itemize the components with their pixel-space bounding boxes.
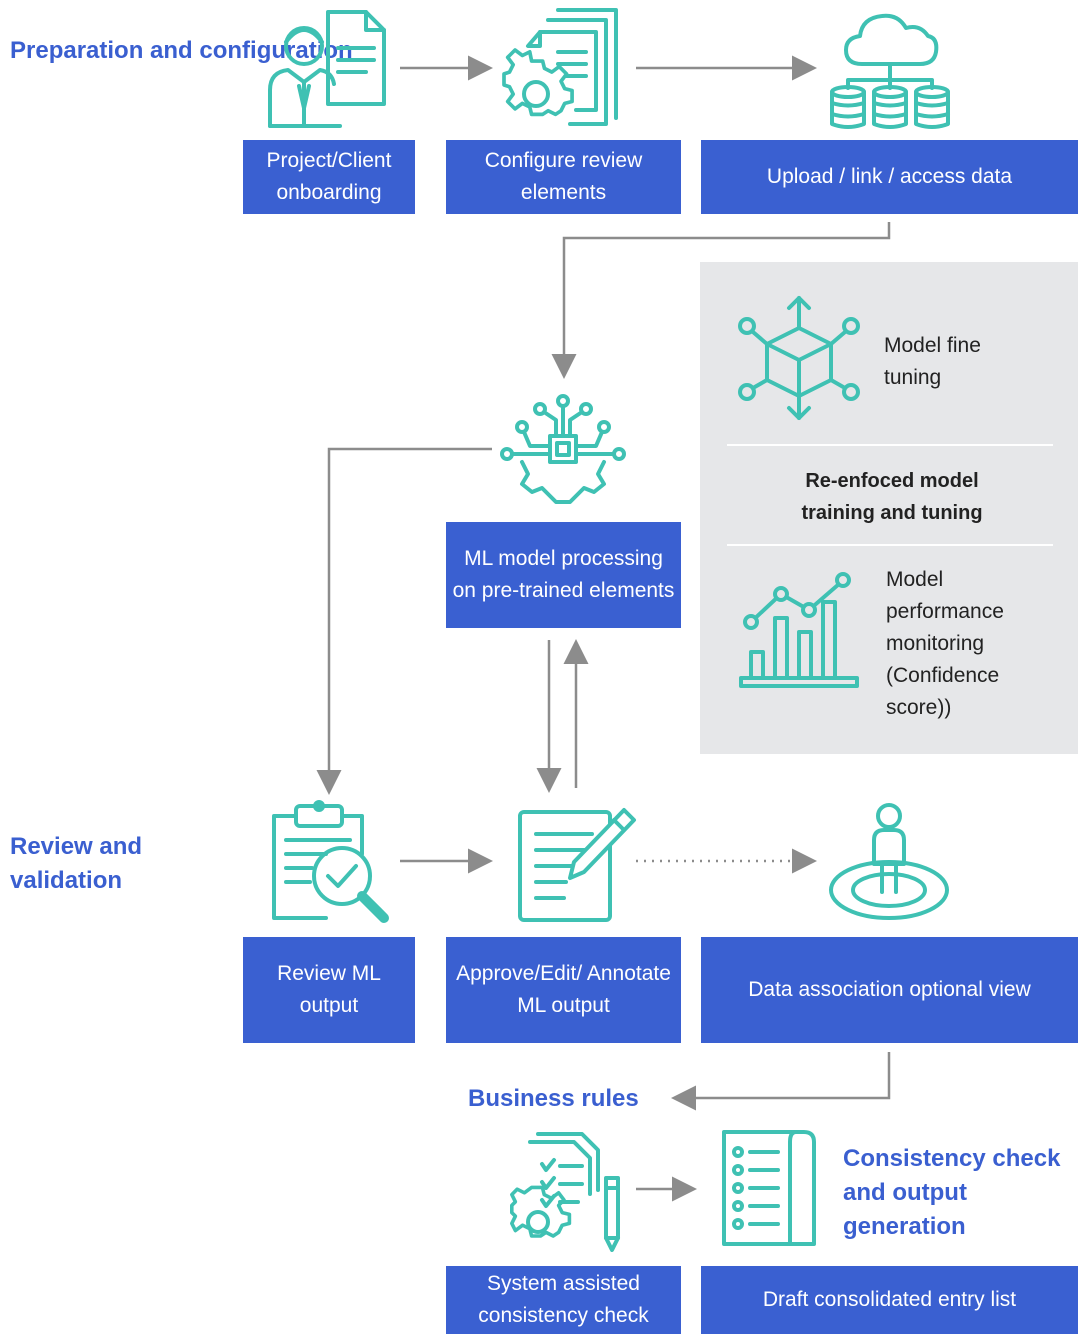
arrow-ml-review [316,447,492,795]
arrow-upload-ml [551,222,891,379]
person-document-icon [266,8,392,130]
cube-network-icon [737,292,861,422]
cloud-database-icon [828,6,952,130]
box-approve: Approve/Edit/ Annotate ML output [446,937,681,1043]
list-document-icon [718,1128,820,1250]
section-review: Review and validation [10,833,143,894]
arrow-association-rules [671,1052,891,1111]
model-monitoring-label: Model performance monitoring (Confidence… [886,568,1004,719]
box-data-association: Data association optional view [701,937,1078,1043]
checklist-gear-icon [508,1130,626,1252]
box-system-check: System assisted consistency check [446,1266,681,1334]
box-configure: Configure review elements [446,140,681,214]
box-ml-processing: ML model processing on pre-trained eleme… [446,522,681,628]
panel-divider [727,444,1053,446]
reinforced-training-label: Re-enfoced model training and tuning [801,470,983,524]
section-business-rules: Business rules [468,1085,639,1112]
model-fine-tuning-label: Model fine tuning [884,334,981,389]
bar-line-chart-icon [737,570,861,690]
section-preparation: Preparation and configuration [10,37,353,64]
gear-documents-icon [500,6,626,130]
section-consistency: Consistency check and output generation [843,1145,1061,1240]
box-onboarding: Project/Client onboarding [243,140,415,214]
box-draft-list: Draft consolidated entry list [701,1266,1078,1334]
person-target-icon [826,800,952,924]
ai-chip-gear-icon [500,392,626,504]
document-pencil-icon [514,806,638,924]
box-review-output: Review ML output [243,937,415,1043]
clipboard-check-icon [266,800,390,924]
box-upload: Upload / link / access data [701,140,1078,214]
panel-divider [727,544,1053,546]
